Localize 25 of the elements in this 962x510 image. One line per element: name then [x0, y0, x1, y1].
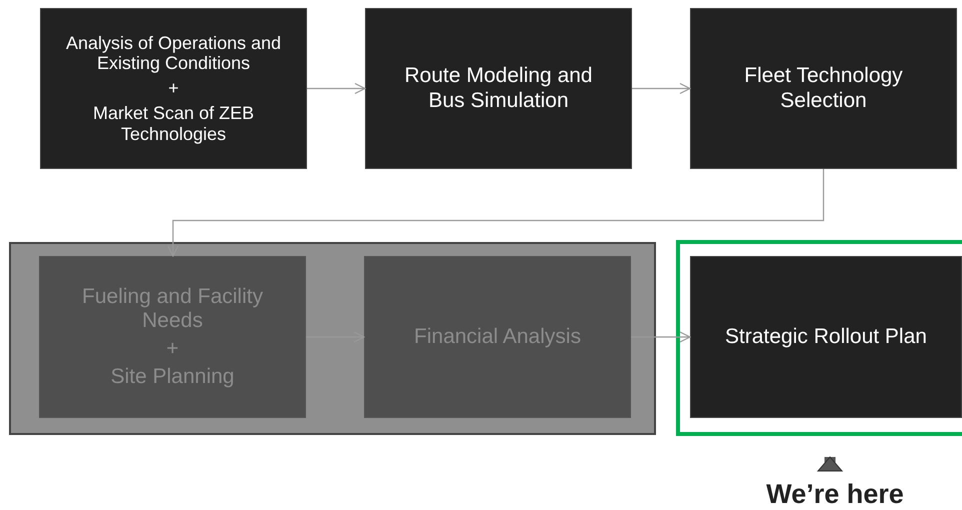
process-box — [40, 8, 307, 169]
arrow — [306, 331, 365, 343]
phase-panel — [9, 242, 656, 435]
arrow — [631, 331, 691, 343]
process-box — [39, 256, 306, 418]
process-box — [690, 256, 962, 418]
process-box — [364, 256, 631, 418]
block-arrow — [818, 456, 842, 472]
arrow — [632, 82, 691, 94]
process-box — [690, 8, 957, 169]
box-text: Fueling and Facility Needs — [81, 284, 264, 333]
status-label: We’re here — [720, 474, 950, 510]
box-text: Fleet Technology Selection — [743, 64, 904, 113]
box-text: + — [168, 78, 179, 99]
box-text: Route Modeling and Bus Simulation — [404, 64, 594, 113]
highlight-frame — [676, 240, 962, 436]
arrow — [167, 169, 824, 257]
box-text: Analysis of Operations and Existing Conditions — [64, 32, 282, 74]
arrow — [307, 82, 366, 94]
box-text: + — [166, 337, 179, 362]
box-text: Financial Analysis — [414, 324, 581, 350]
process-box — [365, 8, 632, 169]
box-text: Strategic Rollout Plan — [725, 324, 927, 350]
box-text: Market Scan of ZEB Technologies — [92, 102, 256, 144]
box-text: Site Planning — [110, 365, 234, 390]
